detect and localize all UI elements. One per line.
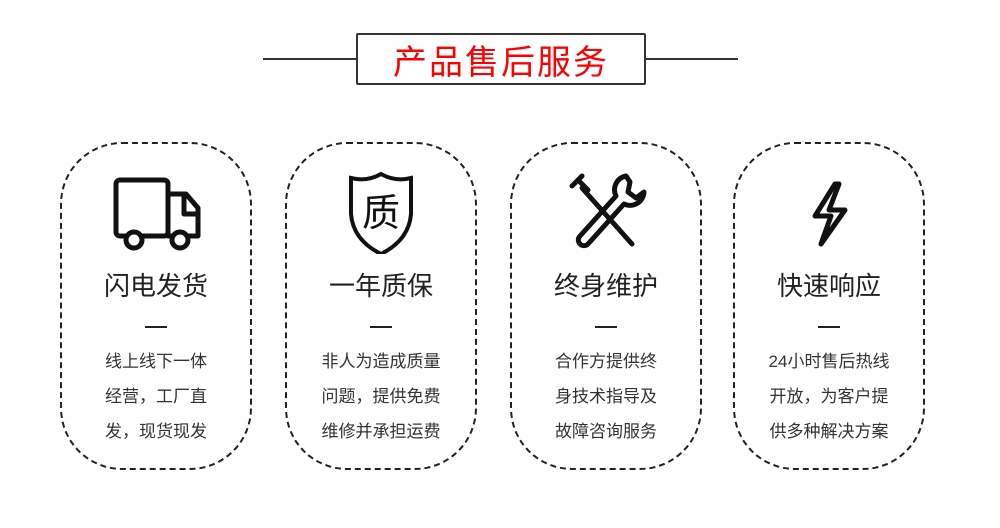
description-line: 问题，提供免费 [321, 387, 441, 406]
card-description: 非人为造成质量 问题，提供免费 维修并承担运费 [287, 344, 475, 449]
description-line: 非人为造成质量 [321, 352, 441, 371]
description-line: 发，现货现发 [105, 422, 207, 441]
description-line: 线上线下一体 [105, 352, 207, 371]
quality-shield-icon: 质 [331, 170, 431, 257]
card-title: 闪电发货 [103, 271, 208, 301]
description-line: 24小时售后热线 [768, 352, 890, 371]
service-card-warranty: 质 一年质保 非人为造成质量 问题，提供免费 维修并承担运费 [285, 142, 477, 470]
service-card-shipping: 闪电发货 线上线下一体 经营，工厂直 发，现货现发 [60, 142, 252, 470]
description-line: 经营，工厂直 [105, 387, 207, 406]
title-left-line [263, 58, 356, 60]
shield-text: 质 [362, 193, 400, 235]
divider [595, 326, 617, 328]
description-line: 身技术指导及 [555, 387, 657, 406]
description-line: 故障咨询服务 [555, 422, 657, 441]
truck-icon [106, 170, 206, 254]
card-description: 线上线下一体 经营，工厂直 发，现货现发 [62, 344, 250, 449]
lightning-icon [779, 170, 879, 254]
card-description: 合作方提供终 身技术指导及 故障咨询服务 [512, 344, 700, 449]
card-title: 快速响应 [776, 271, 881, 301]
card-title: 终身维护 [553, 271, 658, 301]
card-title: 一年质保 [328, 271, 433, 301]
tools-icon [556, 170, 656, 254]
service-card-response: 快速响应 24小时售后热线 开放，为客户提 供多种解决方案 [733, 142, 925, 470]
divider [145, 326, 167, 328]
description-line: 维修并承担运费 [321, 422, 441, 441]
section-title: 产品售后服务 [356, 33, 646, 85]
card-description: 24小时售后热线 开放，为客户提 供多种解决方案 [735, 344, 923, 449]
description-line: 开放，为客户提 [769, 387, 889, 406]
divider [818, 326, 840, 328]
section-title-text: 产品售后服务 [393, 43, 609, 82]
divider [370, 326, 392, 328]
title-right-line [646, 58, 738, 60]
description-line: 合作方提供终 [555, 352, 657, 371]
description-line: 供多种解决方案 [769, 422, 889, 441]
service-card-maintenance: 终身维护 合作方提供终 身技术指导及 故障咨询服务 [510, 142, 702, 470]
